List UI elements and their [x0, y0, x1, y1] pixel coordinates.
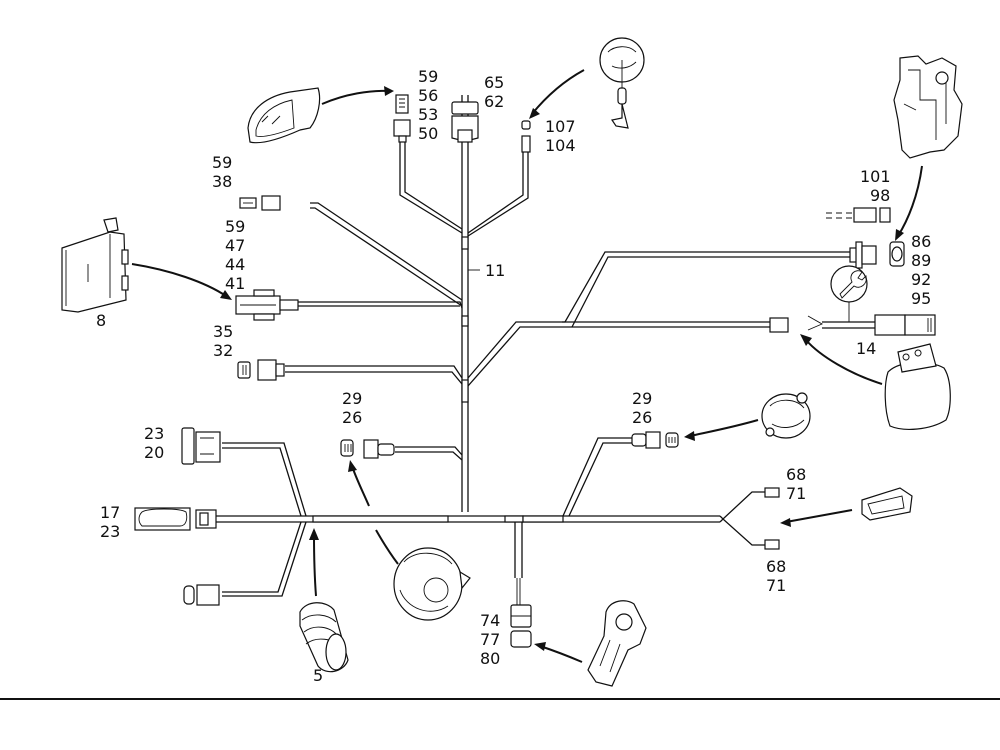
label-mirror-connector-2: 53	[418, 105, 438, 124]
label-connector-59-38-0: 59	[212, 153, 232, 172]
sleeve-marker	[522, 515, 564, 523]
lamp-connector[interactable]	[521, 120, 531, 153]
arrow-control-unit	[131, 263, 227, 297]
label-speaker-right-1: 26	[632, 408, 652, 427]
label-connector-59-38-1: 38	[212, 172, 232, 191]
label-handle-top-0: 68	[786, 465, 806, 484]
arrow-head	[800, 334, 812, 346]
label-lock-round-0: 86	[911, 232, 931, 251]
label-speaker-right-0: 29	[632, 389, 652, 408]
label-control-unit-connector-0: 59	[225, 217, 245, 236]
sleeve-marker	[461, 315, 469, 327]
tweeter-speaker-illustration	[761, 392, 811, 439]
service-connector[interactable]	[769, 300, 936, 336]
label-lock-round-3: 95	[911, 289, 931, 308]
label-two-pin-connector-1: 32	[213, 341, 233, 360]
label-dome-connector-0: 65	[484, 73, 504, 92]
label-switch-connector-b-0: 17	[100, 503, 120, 522]
arrow-lock	[897, 165, 923, 237]
arrow-head	[220, 290, 232, 300]
lock-switch-connector[interactable]	[826, 207, 891, 223]
switch-connector-a[interactable]	[181, 427, 221, 465]
label-speaker-left-1: 26	[342, 408, 362, 427]
label-lock-round-1: 89	[911, 251, 931, 270]
connector-59-38[interactable]	[239, 195, 281, 211]
dome-light-connector[interactable]	[451, 101, 479, 143]
label-mirror-connector-3: 50	[418, 124, 438, 143]
label-mirror-connector-0: 59	[418, 67, 438, 86]
door-handle-illustration	[861, 487, 913, 521]
label-grommet: 5	[313, 666, 323, 685]
arrow-grommet	[313, 533, 317, 597]
window-motor-connector[interactable]	[510, 604, 532, 648]
label-dome-connector-1: 62	[484, 92, 504, 111]
label-two-pin-connector-0: 35	[213, 322, 233, 341]
label-lock-top-1: 98	[870, 186, 890, 205]
wrench-service-icon	[830, 265, 868, 303]
grommet-boot-illustration	[299, 602, 349, 673]
label-handle-bottom-1: 71	[766, 576, 786, 595]
label-lamp-connector-1: 104	[545, 136, 576, 155]
arrow-speaker-right	[689, 419, 759, 437]
arrow-head	[348, 460, 357, 472]
two-pin-connector[interactable]	[237, 359, 285, 381]
switch-connector-b[interactable]	[134, 507, 217, 531]
label-lock-top-0: 101	[860, 167, 891, 186]
door-lock-actuator-illustration	[893, 55, 963, 159]
label-motor-connector-1: 77	[480, 630, 500, 649]
label-motor-connector-0: 74	[480, 611, 500, 630]
sleeve-marker	[312, 515, 449, 523]
label-service-connector: 14	[856, 339, 876, 358]
label-mirror-connector-1: 56	[418, 86, 438, 105]
label-control-unit-connector-2: 44	[225, 255, 245, 274]
arrow-head	[895, 229, 904, 241]
sleeve-marker	[461, 236, 469, 250]
arrow-head	[309, 528, 319, 540]
arrow-handle	[785, 509, 853, 523]
mirror-connector[interactable]	[393, 94, 411, 143]
label-motor-connector-2: 80	[480, 649, 500, 668]
arrow-head	[684, 431, 695, 441]
label-lock-round-2: 92	[911, 270, 931, 289]
label-handle-top-1: 71	[786, 484, 806, 503]
arrow-head	[384, 86, 394, 96]
handle-connector-bottom[interactable]	[764, 539, 780, 550]
speaker-connector-left[interactable]	[340, 439, 395, 459]
label-handle-bottom-0: 68	[766, 557, 786, 576]
label-speaker-left-0: 29	[342, 389, 362, 408]
label-switch-connector-a-1: 20	[144, 443, 164, 462]
arrow-head	[534, 642, 546, 651]
label-switch-connector-b-1: 23	[100, 522, 120, 541]
speaker-connector-right[interactable]	[631, 431, 679, 449]
arrow-woofer	[375, 529, 399, 565]
door-lock-connector[interactable]	[849, 241, 905, 269]
label-harness: 11	[485, 261, 505, 280]
control-unit-module	[61, 217, 129, 313]
arrow-head	[780, 518, 791, 527]
woofer-speaker-illustration	[393, 547, 471, 621]
sleeve-marker	[461, 379, 469, 403]
arrow-lamp	[531, 69, 585, 115]
harness-trunk	[215, 95, 720, 523]
control-box-illustration	[884, 343, 951, 430]
window-motor-illustration	[587, 600, 647, 687]
arrow-control-box	[805, 339, 883, 385]
label-control-unit: 8	[96, 311, 106, 330]
control-unit-connector[interactable]	[235, 289, 299, 321]
side-mirror-illustration	[247, 87, 321, 144]
arrow-speaker-left	[351, 465, 370, 507]
label-control-unit-connector-1: 47	[225, 236, 245, 255]
arrow-motor	[539, 645, 583, 663]
arrow-head	[529, 108, 540, 119]
label-lamp-connector-0: 107	[545, 117, 576, 136]
label-control-unit-connector-3: 41	[225, 274, 245, 293]
label-switch-connector-a-0: 23	[144, 424, 164, 443]
arrow-mirror	[321, 89, 391, 105]
interior-lamp-illustration	[599, 37, 645, 129]
handle-connector-top[interactable]	[764, 487, 780, 498]
sleeve-marker	[504, 515, 524, 523]
switch-connector-c[interactable]	[183, 584, 220, 606]
